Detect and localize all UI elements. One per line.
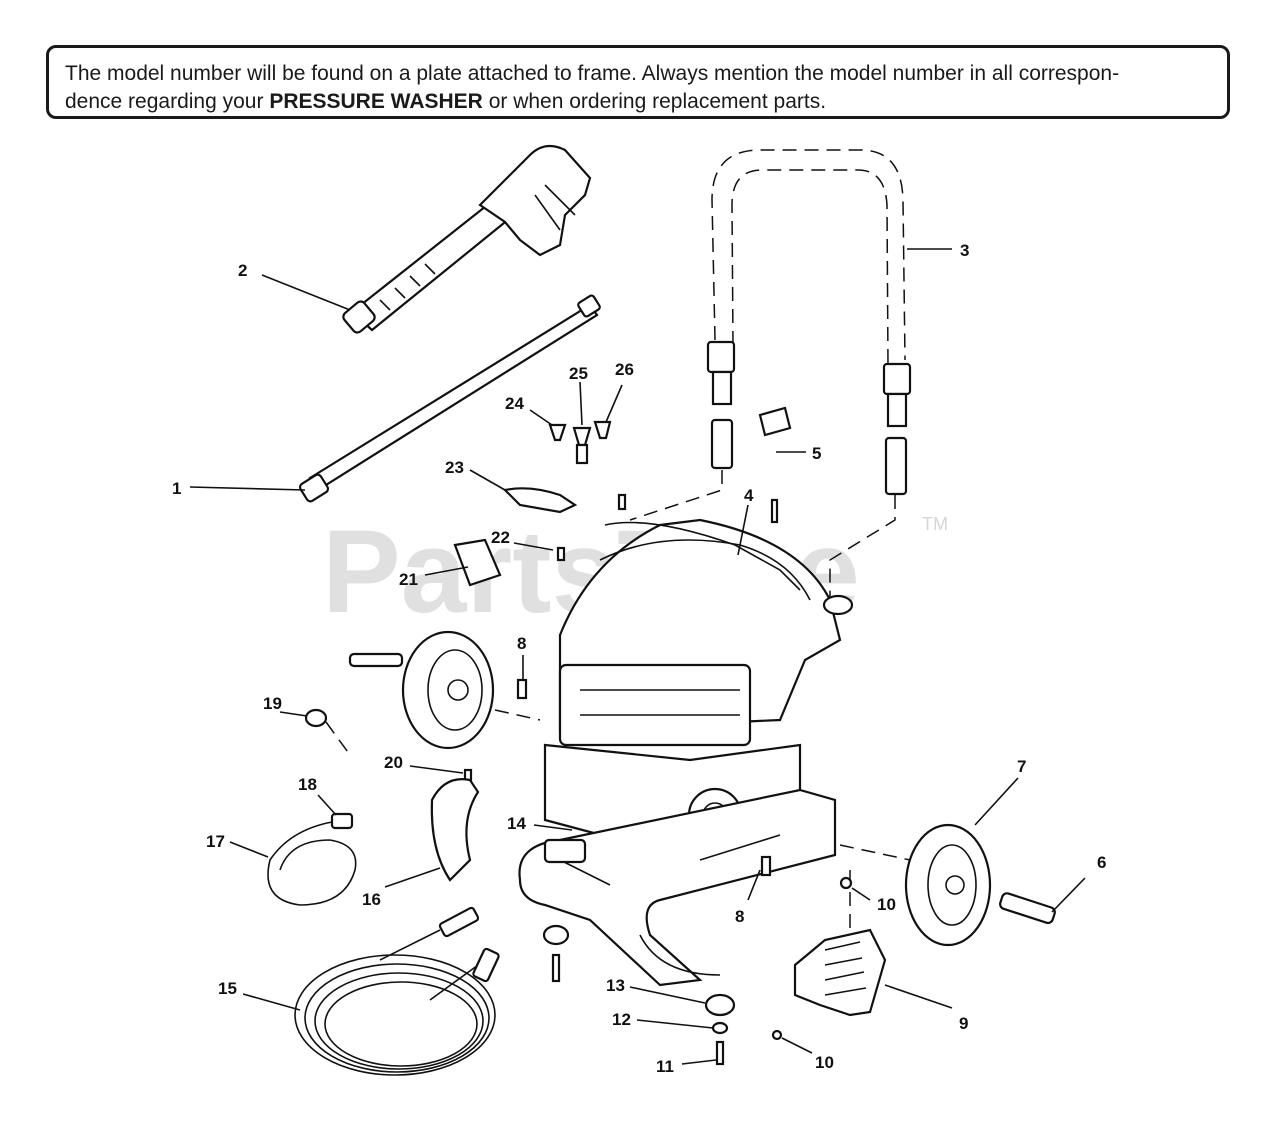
spray-gun-part (342, 144, 592, 334)
watermark-trademark: TM (922, 514, 948, 534)
nozzle-tips-part (548, 420, 612, 465)
callout-1: 1 (172, 479, 181, 498)
notice-text-2: dence regarding your (65, 90, 270, 113)
callout-23: 23 (445, 458, 464, 477)
guard-part (793, 870, 887, 1017)
callout-8-upper: 8 (517, 634, 526, 653)
callout-8-lower: 8 (735, 907, 744, 926)
callout-9: 9 (959, 1014, 968, 1033)
hose-holder-part (453, 538, 502, 587)
hose-bracket-part (430, 778, 480, 882)
notice-text-1: The model number will be found on a plat… (65, 62, 1120, 85)
cap-part (304, 708, 328, 728)
left-wheel-part (348, 630, 541, 750)
callout-3: 3 (960, 241, 969, 260)
callout-13: 13 (606, 976, 625, 995)
callout-22: 22 (491, 528, 510, 547)
callout-25: 25 (569, 364, 588, 383)
foot-parts (542, 924, 736, 1066)
callout-15: 15 (218, 979, 237, 998)
callout-10-lower: 10 (815, 1053, 834, 1072)
knob-part (758, 406, 792, 437)
callout-7: 7 (1017, 757, 1026, 776)
right-wheel-part (839, 823, 1056, 947)
callout-17: 17 (206, 832, 225, 851)
washer-part-lower (771, 1029, 783, 1041)
callout-6: 6 (1097, 853, 1106, 872)
callout-18: 18 (298, 775, 317, 794)
leader-lines (189, 248, 1086, 1065)
callout-4: 4 (744, 486, 754, 505)
model-number-notice: The model number will be found on a plat… (46, 45, 1230, 119)
callout-5: 5 (812, 444, 821, 463)
callout-numbers: 1 2 3 4 5 6 7 8 8 9 10 10 11 12 13 14 15… (172, 241, 1106, 1076)
callout-12: 12 (612, 1010, 631, 1029)
callout-14: 14 (507, 814, 526, 833)
nozzle-holder-part (502, 487, 578, 514)
screws-part (463, 493, 779, 877)
callout-16: 16 (362, 890, 381, 909)
siphon-hose-part (267, 812, 357, 906)
cap-leader-dash (325, 721, 351, 756)
callout-2: 2 (238, 261, 247, 280)
notice-text-3: or when ordering replacement parts. (482, 90, 827, 113)
callout-10-upper: 10 (877, 895, 896, 914)
shroud-part (604, 521, 801, 591)
washer-part (839, 876, 853, 890)
callout-21: 21 (399, 570, 418, 589)
callout-19: 19 (263, 694, 282, 713)
callout-26: 26 (615, 360, 634, 379)
engine-frame-assembly (518, 518, 854, 987)
callout-20: 20 (384, 753, 403, 772)
callout-24: 24 (505, 394, 524, 413)
high-pressure-hose-part (294, 906, 500, 1076)
spray-wand-part (298, 294, 601, 503)
notice-bold-text: PRESSURE WASHER (269, 90, 483, 113)
handle-part (629, 149, 912, 600)
callout-11: 11 (656, 1057, 674, 1076)
